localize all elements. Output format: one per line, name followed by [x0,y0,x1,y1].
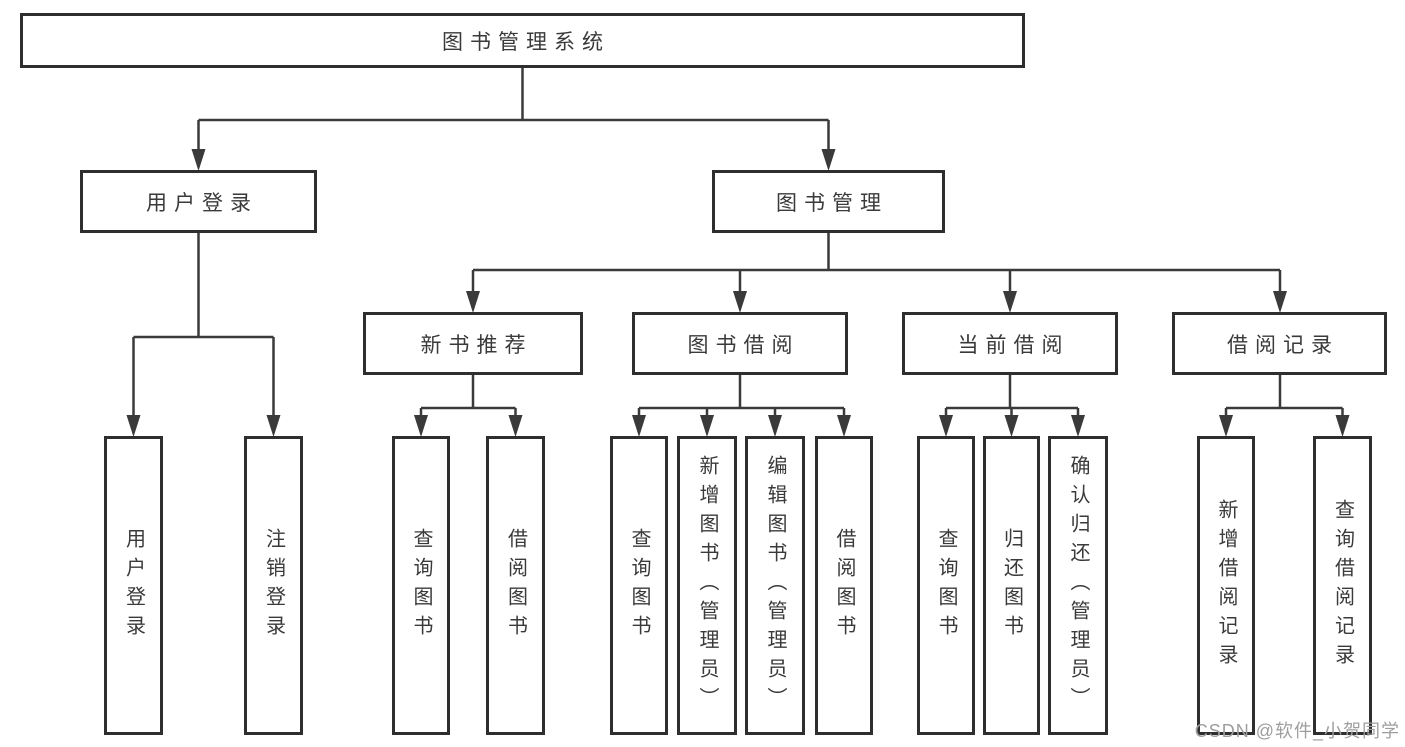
leaf-borrow-query-books: 查询图书 [610,436,668,735]
node-new-book-recommend: 新书推荐 [363,312,583,375]
leaf-records-add-record: 新增借阅记录 [1197,436,1255,735]
leaf-current-query-books-label: 查询图书 [935,527,957,644]
node-borrowing-records: 借阅记录 [1172,312,1387,375]
leaf-current-query-books: 查询图书 [917,436,975,735]
node-book-borrowing: 图书借阅 [632,312,848,375]
arrowhead-icons [126,149,1350,437]
node-user-login: 用户登录 [80,170,317,233]
leaf-current-confirm-return-admin-label: 确认归还（管理员） [1067,455,1089,716]
leaf-borrow-edit-book-admin: 编辑图书（管理员） [745,436,805,735]
leaf-user-login: 用户登录 [104,436,163,735]
leaf-records-add-record-label: 新增借阅记录 [1215,498,1237,673]
leaf-borrow-add-book-admin-label: 新增图书（管理员） [696,455,718,716]
leaf-current-return-books: 归还图书 [983,436,1040,735]
node-root: 图书管理系统 [20,13,1025,68]
leaf-newbook-query-books: 查询图书 [392,436,450,735]
node-book-management: 图书管理 [712,170,945,233]
leaf-borrow-borrow-books: 借阅图书 [815,436,873,735]
leaf-borrow-add-book-admin: 新增图书（管理员） [677,436,737,735]
leaf-user-login-label: 用户登录 [122,527,145,644]
leaf-newbook-query-books-label: 查询图书 [410,527,432,644]
leaf-current-confirm-return-admin: 确认归还（管理员） [1048,436,1108,735]
leaf-newbook-borrow-books: 借阅图书 [486,436,545,735]
leaf-borrow-query-books-label: 查询图书 [628,527,650,644]
watermark: CSDN @软件_小贺同学 [1194,721,1400,741]
leaf-borrow-edit-book-admin-label: 编辑图书（管理员） [764,455,786,716]
node-current-borrowing: 当前借阅 [902,312,1118,375]
leaf-borrow-borrow-books-label: 借阅图书 [833,527,855,644]
leaf-logout-label: 注销登录 [262,527,285,644]
leaf-current-return-books-label: 归还图书 [1000,527,1023,644]
leaf-logout: 注销登录 [244,436,303,735]
leaf-newbook-borrow-books-label: 借阅图书 [504,527,527,644]
leaf-records-query-record: 查询借阅记录 [1313,436,1372,735]
leaf-records-query-record-label: 查询借阅记录 [1331,498,1354,673]
